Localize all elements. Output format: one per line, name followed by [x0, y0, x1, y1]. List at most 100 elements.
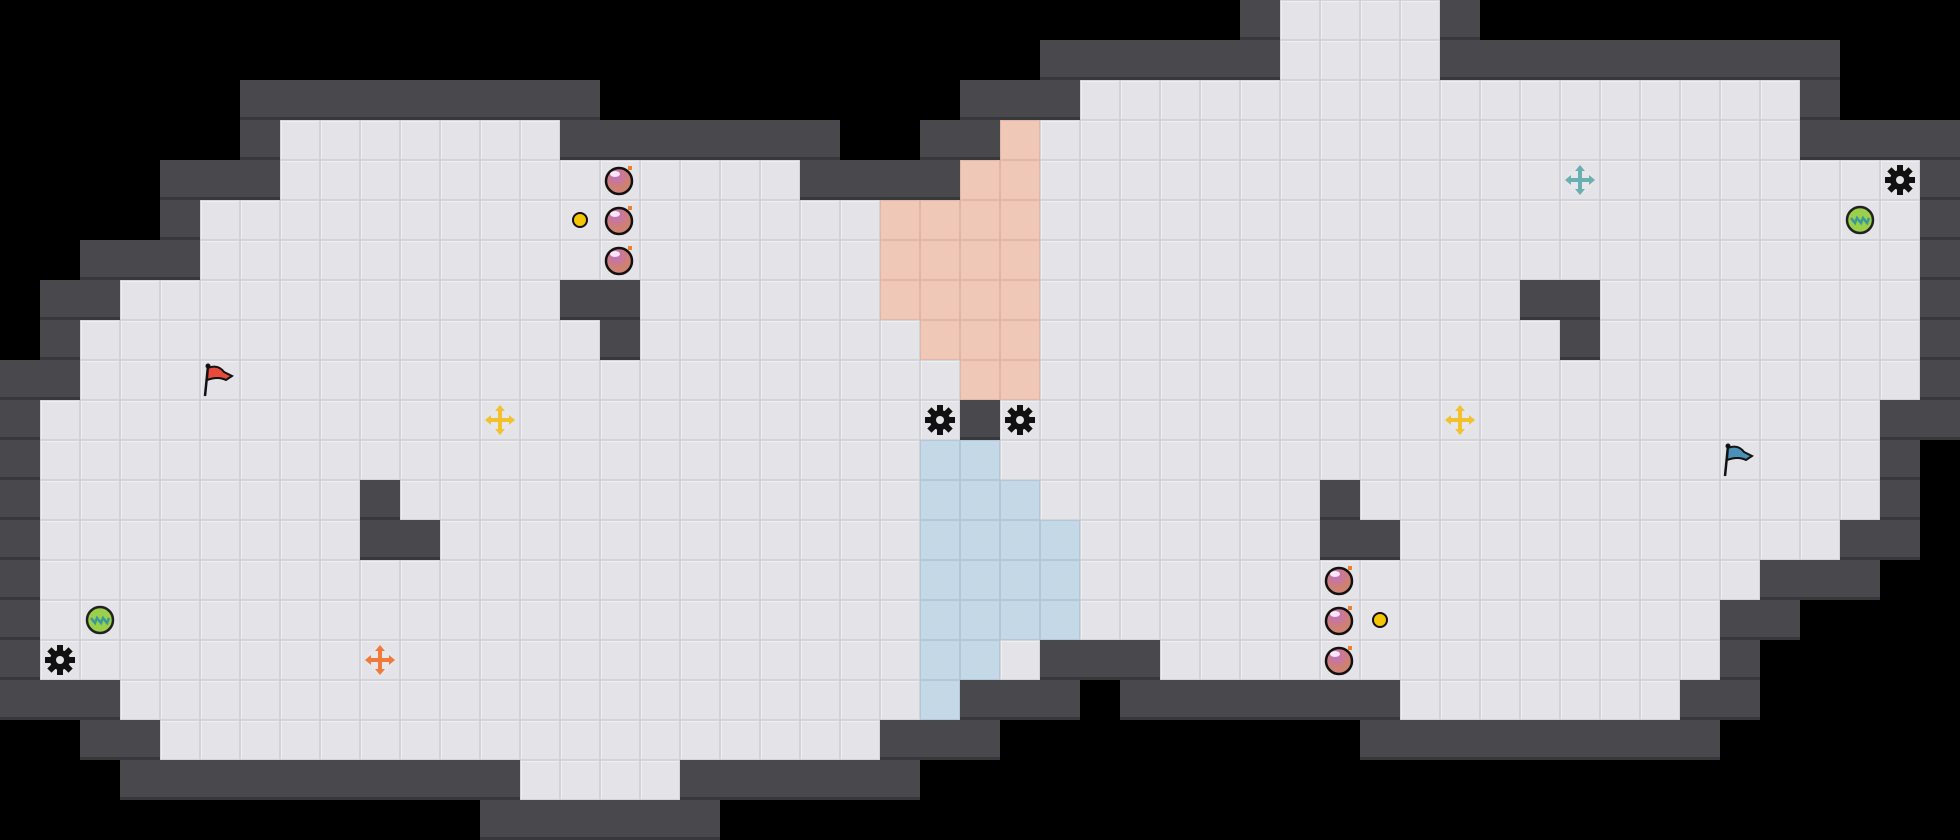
floor-tile[interactable]	[320, 520, 360, 560]
floor-tile[interactable]	[520, 760, 560, 800]
blue-zone-tile[interactable]	[920, 680, 960, 720]
floor-tile[interactable]	[1640, 240, 1680, 280]
floor-tile[interactable]	[1480, 320, 1520, 360]
blue-zone-tile[interactable]	[920, 440, 960, 480]
floor-tile[interactable]	[720, 600, 760, 640]
floor-tile[interactable]	[400, 400, 440, 440]
floor-tile[interactable]	[1320, 40, 1360, 80]
floor-tile[interactable]	[360, 720, 400, 760]
floor-tile[interactable]	[1200, 80, 1240, 120]
move-arrows-icon[interactable]	[360, 640, 400, 680]
floor-tile[interactable]	[1280, 440, 1320, 480]
floor-tile[interactable]	[480, 480, 520, 520]
red-zone-tile[interactable]	[1000, 120, 1040, 160]
floor-tile[interactable]	[1440, 200, 1480, 240]
floor-tile[interactable]	[520, 720, 560, 760]
floor-tile[interactable]	[1400, 640, 1440, 680]
floor-tile[interactable]	[840, 480, 880, 520]
floor-tile[interactable]	[40, 480, 80, 520]
floor-tile[interactable]	[1480, 400, 1520, 440]
floor-tile[interactable]	[840, 600, 880, 640]
floor-tile[interactable]	[120, 680, 160, 720]
floor-tile[interactable]	[360, 600, 400, 640]
floor-tile[interactable]	[360, 440, 400, 480]
floor-tile[interactable]	[1280, 80, 1320, 120]
floor-tile[interactable]	[1600, 240, 1640, 280]
floor-tile[interactable]	[1600, 320, 1640, 360]
floor-tile[interactable]	[280, 560, 320, 600]
floor-tile[interactable]	[1600, 80, 1640, 120]
floor-tile[interactable]	[440, 400, 480, 440]
floor-tile[interactable]	[680, 520, 720, 560]
floor-tile[interactable]	[840, 400, 880, 440]
floor-tile[interactable]	[1120, 440, 1160, 480]
floor-tile[interactable]	[640, 440, 680, 480]
floor-tile[interactable]	[1520, 640, 1560, 680]
floor-tile[interactable]	[1120, 240, 1160, 280]
floor-tile[interactable]	[1560, 400, 1600, 440]
bomb-icon[interactable]	[1320, 600, 1360, 640]
floor-tile[interactable]	[280, 640, 320, 680]
blue-zone-tile[interactable]	[920, 640, 960, 680]
floor-tile[interactable]	[760, 240, 800, 280]
floor-tile[interactable]	[240, 600, 280, 640]
floor-tile[interactable]	[360, 120, 400, 160]
floor-tile[interactable]	[1440, 120, 1480, 160]
floor-tile[interactable]	[720, 680, 760, 720]
blue-zone-tile[interactable]	[920, 480, 960, 520]
floor-tile[interactable]	[160, 600, 200, 640]
blue-zone-tile[interactable]	[1000, 600, 1040, 640]
floor-tile[interactable]	[200, 600, 240, 640]
floor-tile[interactable]	[400, 440, 440, 480]
floor-tile[interactable]	[1040, 440, 1080, 480]
floor-tile[interactable]	[720, 440, 760, 480]
floor-tile[interactable]	[480, 440, 520, 480]
floor-tile[interactable]	[1280, 480, 1320, 520]
floor-tile[interactable]	[280, 480, 320, 520]
floor-tile[interactable]	[1280, 0, 1320, 40]
gear-icon[interactable]	[1000, 400, 1040, 440]
floor-tile[interactable]	[320, 720, 360, 760]
floor-tile[interactable]	[1280, 120, 1320, 160]
floor-tile[interactable]	[80, 360, 120, 400]
floor-tile[interactable]	[1080, 80, 1120, 120]
floor-tile[interactable]	[1640, 320, 1680, 360]
floor-tile[interactable]	[440, 160, 480, 200]
floor-tile[interactable]	[720, 280, 760, 320]
floor-tile[interactable]	[600, 680, 640, 720]
red-zone-tile[interactable]	[880, 240, 920, 280]
floor-tile[interactable]	[560, 160, 600, 200]
floor-tile[interactable]	[320, 440, 360, 480]
floor-tile[interactable]	[280, 280, 320, 320]
floor-tile[interactable]	[1280, 600, 1320, 640]
floor-tile[interactable]	[1240, 560, 1280, 600]
floor-tile[interactable]	[400, 560, 440, 600]
floor-tile[interactable]	[400, 240, 440, 280]
floor-tile[interactable]	[1520, 240, 1560, 280]
floor-tile[interactable]	[80, 400, 120, 440]
floor-tile[interactable]	[1480, 600, 1520, 640]
blue-zone-tile[interactable]	[960, 640, 1000, 680]
floor-tile[interactable]	[760, 600, 800, 640]
floor-tile[interactable]	[1240, 320, 1280, 360]
floor-tile[interactable]	[1560, 480, 1600, 520]
floor-tile[interactable]	[1200, 200, 1240, 240]
floor-tile[interactable]	[1840, 240, 1880, 280]
floor-tile[interactable]	[1120, 560, 1160, 600]
floor-tile[interactable]	[1680, 80, 1720, 120]
floor-tile[interactable]	[560, 600, 600, 640]
floor-tile[interactable]	[160, 720, 200, 760]
floor-tile[interactable]	[280, 200, 320, 240]
red-zone-tile[interactable]	[920, 200, 960, 240]
floor-tile[interactable]	[1600, 640, 1640, 680]
floor-tile[interactable]	[200, 680, 240, 720]
floor-tile[interactable]	[440, 560, 480, 600]
floor-tile[interactable]	[1240, 280, 1280, 320]
floor-tile[interactable]	[800, 480, 840, 520]
floor-tile[interactable]	[1440, 80, 1480, 120]
floor-tile[interactable]	[1120, 360, 1160, 400]
floor-tile[interactable]	[160, 440, 200, 480]
green-ball-icon[interactable]	[80, 600, 120, 640]
floor-tile[interactable]	[1240, 480, 1280, 520]
floor-tile[interactable]	[120, 440, 160, 480]
